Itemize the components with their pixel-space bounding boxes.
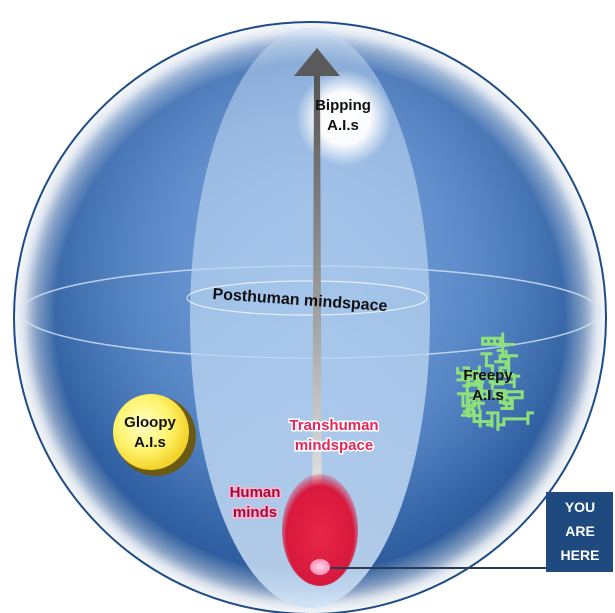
- gloopy-label-line2: A.I.s: [134, 434, 166, 451]
- progress-arrow-shaft: [312, 74, 322, 566]
- freepy-maze-segment: [492, 389, 514, 410]
- freepy-maze-segment: [480, 352, 505, 390]
- freepy-maze-segment: [494, 349, 519, 374]
- you-are-here-line1: YOU: [565, 499, 595, 515]
- human-minds-label-line1: Human: [230, 484, 281, 501]
- gloopy-label-line1: Gloopy: [124, 414, 176, 431]
- human-mindspace-column: [190, 28, 430, 608]
- human-minds-label-line2: minds: [233, 504, 277, 521]
- freepy-maze-segment: [466, 409, 494, 428]
- transhuman-label-line2: mindspace: [295, 437, 373, 454]
- freepy-maze-segment: [496, 332, 515, 376]
- bipping-label-line1: Bipping: [315, 97, 371, 114]
- posthuman-ring: [186, 280, 428, 316]
- freepy-label-line1: Freepy: [463, 367, 513, 384]
- you-are-here-line3: HERE: [561, 547, 600, 563]
- human-minds-blob: [282, 474, 358, 586]
- freepy-ai-cluster: [456, 332, 534, 431]
- freepy-maze-segment: [498, 390, 524, 406]
- progress-arrow-head: [294, 48, 340, 76]
- freepy-maze-segment: [456, 392, 477, 418]
- transhuman-label-line1: Transhuman: [289, 417, 378, 434]
- sphere-outline: [13, 21, 607, 613]
- gloopy-ai-blob: [113, 394, 189, 470]
- you-are-here-line2: ARE: [565, 523, 595, 539]
- you-are-here-dot: [310, 559, 330, 575]
- you-are-here-box: [546, 492, 613, 572]
- bipping-label-line2: A.I.s: [327, 117, 359, 134]
- freepy-maze-segment: [465, 365, 481, 408]
- freepy-label-line2: A.I.s: [472, 387, 504, 404]
